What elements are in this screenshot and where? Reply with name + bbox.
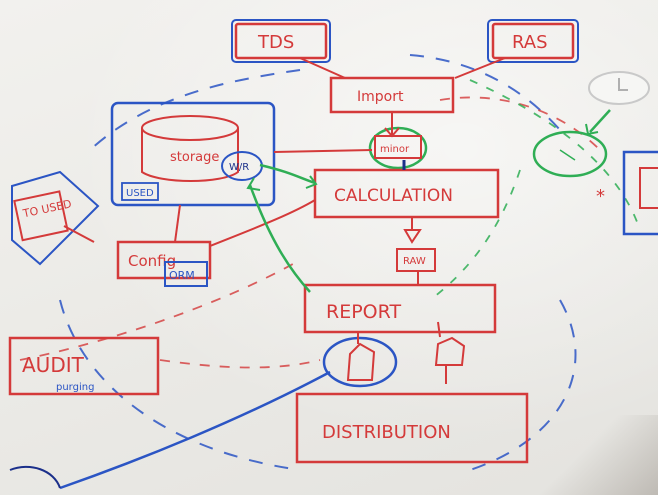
table-corner-shadow bbox=[538, 415, 658, 495]
left-box: TO USED bbox=[11, 170, 100, 266]
distribution-out-arrow bbox=[59, 370, 331, 490]
tds-label: TDS bbox=[257, 32, 294, 53]
import-label: Import bbox=[357, 89, 404, 105]
audit-sub-label: purging bbox=[56, 382, 94, 393]
distribution-box: DISTRIBUTION bbox=[295, 392, 529, 464]
report-box: REPORT bbox=[303, 283, 497, 334]
arrowhead bbox=[246, 177, 261, 191]
blue-dashed-orbit bbox=[59, 54, 577, 471]
storage-label: storage bbox=[170, 150, 219, 165]
tds-import-arrow bbox=[299, 57, 346, 79]
raw-label: RAW bbox=[403, 256, 426, 267]
right-partial-box bbox=[622, 150, 658, 236]
storage-wr-badge: W/R bbox=[229, 162, 249, 173]
red-dashed-paths bbox=[19, 96, 601, 369]
storage-box: storage USED W/R bbox=[110, 101, 276, 207]
audit-label: AUDIT bbox=[22, 353, 85, 377]
config-storage-arrow bbox=[174, 204, 181, 243]
tds-box: TDS bbox=[231, 19, 331, 63]
clock-arrow bbox=[589, 109, 611, 133]
config-orm-tag: ORM bbox=[169, 269, 195, 282]
minor-label: minor bbox=[380, 144, 410, 155]
arrowhead bbox=[384, 127, 400, 138]
storage-report-green-link bbox=[248, 184, 311, 293]
storage-minor-line bbox=[273, 149, 373, 153]
minor-node: minor bbox=[368, 126, 428, 170]
green-dashed-lines bbox=[429, 79, 641, 301]
report-output-2 bbox=[434, 336, 466, 384]
config-box: Config ORM bbox=[116, 240, 212, 287]
report-output-arrow bbox=[437, 321, 441, 338]
import-box: Import bbox=[329, 76, 455, 114]
ras-label: RAS bbox=[512, 32, 548, 53]
left-config-arrow bbox=[63, 225, 95, 243]
report-output-1 bbox=[322, 336, 398, 388]
arrowhead bbox=[305, 175, 318, 189]
clock-icon bbox=[588, 71, 650, 105]
ras-box: RAS bbox=[487, 19, 579, 63]
storage-used-tag: USED bbox=[126, 188, 154, 199]
report-label: REPORT bbox=[326, 301, 401, 323]
calculation-label: CALCULATION bbox=[334, 186, 453, 206]
scheduler-node bbox=[532, 130, 608, 178]
ras-import-arrow bbox=[454, 57, 506, 79]
bottom-left-shape bbox=[9, 465, 61, 489]
calculation-box: CALCULATION bbox=[313, 168, 500, 219]
asterisk-mark: * bbox=[596, 186, 605, 207]
audit-box: AUDIT purging bbox=[8, 336, 160, 396]
distribution-label: DISTRIBUTION bbox=[322, 422, 451, 443]
storage-calc-green-link bbox=[259, 163, 316, 185]
raw-node: RAW bbox=[396, 229, 436, 272]
config-calc-line bbox=[209, 199, 316, 247]
